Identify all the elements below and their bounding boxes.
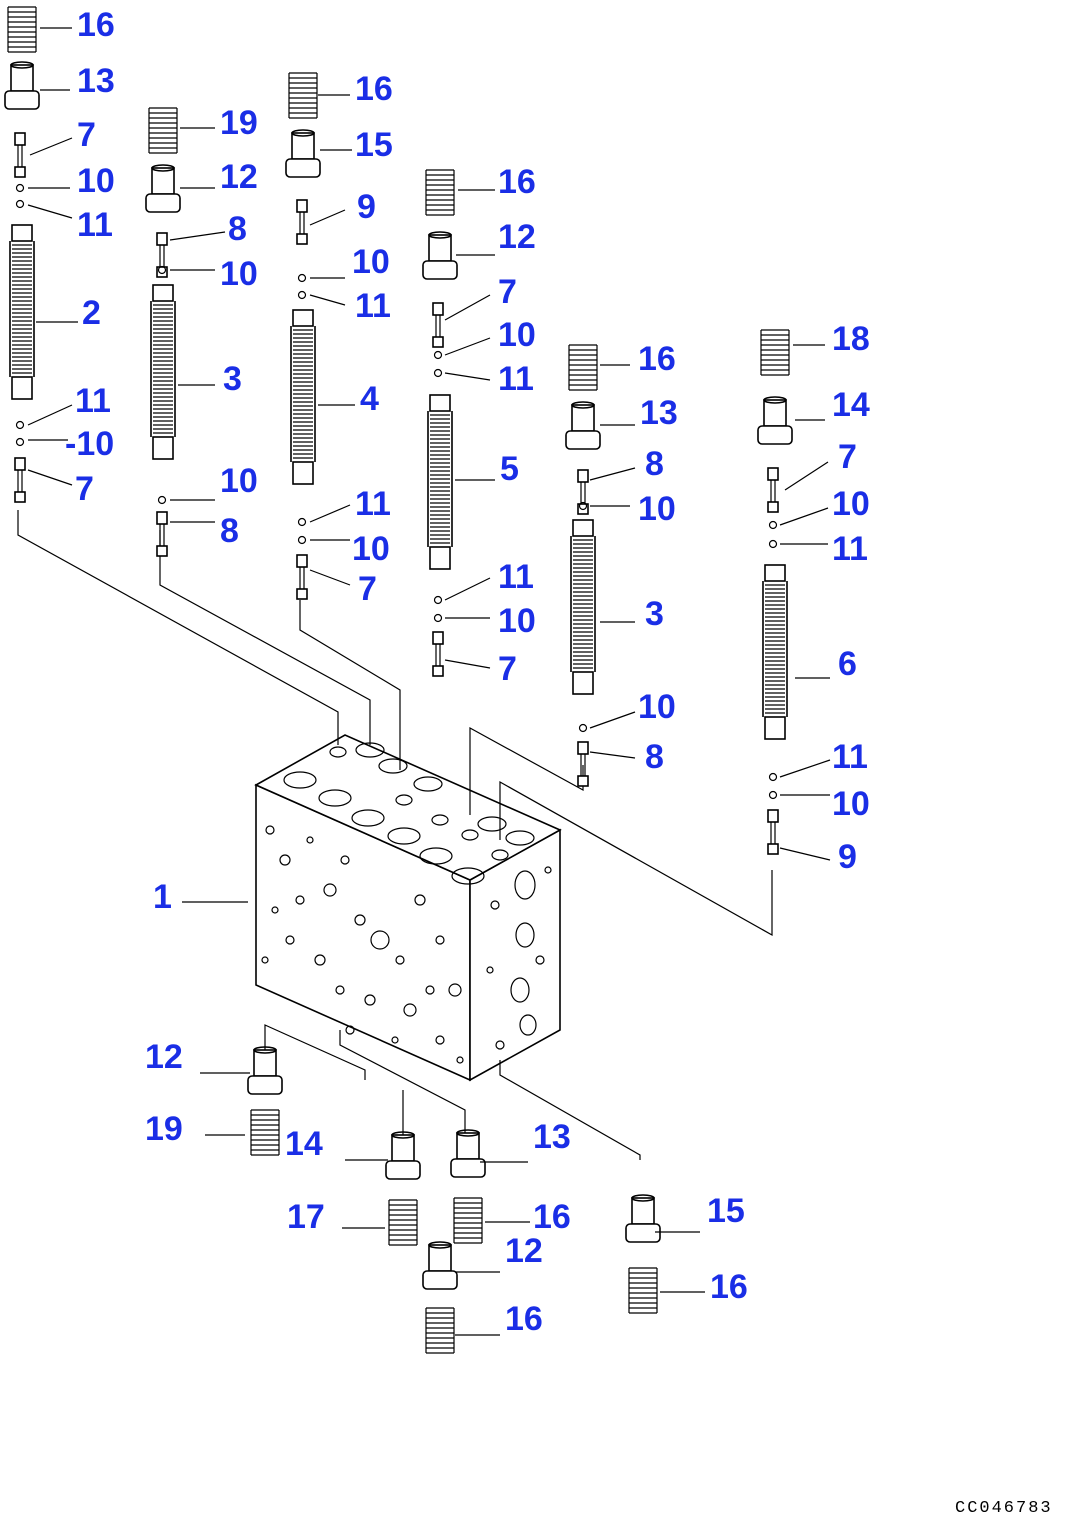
callout-label: 13 bbox=[533, 1118, 571, 1156]
callout-label: 9 bbox=[838, 838, 857, 876]
callout-label: 10 bbox=[832, 785, 870, 823]
callout-label: 15 bbox=[707, 1192, 745, 1230]
callout-label: 10 bbox=[220, 255, 258, 293]
callout-label: 1 bbox=[153, 878, 172, 916]
callout-label: 7 bbox=[498, 273, 517, 311]
callout-label: 16 bbox=[505, 1300, 543, 1338]
callout-label: 14 bbox=[832, 386, 870, 424]
callout-label: 12 bbox=[498, 218, 536, 256]
callout-label: 15 bbox=[355, 126, 393, 164]
callout-label: 16 bbox=[710, 1268, 748, 1306]
callout-label: 7 bbox=[358, 570, 377, 608]
callout-label: 9 bbox=[357, 188, 376, 226]
callout-label: 19 bbox=[145, 1110, 183, 1148]
callout-label: 7 bbox=[838, 438, 857, 476]
callout-label: 8 bbox=[645, 738, 664, 776]
callout-label: -10 bbox=[65, 425, 114, 463]
callout-label: 11 bbox=[832, 530, 868, 568]
callout-label: 12 bbox=[220, 158, 258, 196]
callout-label: 17 bbox=[287, 1198, 325, 1236]
callout-label: 7 bbox=[75, 470, 94, 508]
callout-label: 7 bbox=[77, 116, 96, 154]
callout-label: 10 bbox=[832, 485, 870, 523]
callout-label: 6 bbox=[838, 645, 857, 683]
assembly-lines bbox=[17, 510, 773, 1160]
callout-label: 8 bbox=[220, 512, 239, 550]
spool-assembly-6 bbox=[757, 329, 793, 855]
callout-label: 10 bbox=[352, 243, 390, 281]
callout-label: 3 bbox=[223, 360, 242, 398]
callout-label: 11 bbox=[355, 287, 391, 325]
callout-label: 10 bbox=[220, 462, 258, 500]
callout-label: 11 bbox=[498, 360, 534, 398]
callout-label: 7 bbox=[498, 650, 517, 688]
callout-label: 13 bbox=[77, 62, 115, 100]
callout-label: 11 bbox=[498, 558, 534, 596]
callout-label: 10 bbox=[498, 316, 536, 354]
spool-assembly-3-left bbox=[145, 107, 181, 557]
callout-leaders bbox=[27, 27, 831, 1336]
callout-label: 16 bbox=[355, 70, 393, 108]
callout-label: 10 bbox=[77, 162, 115, 200]
callout-label: 14 bbox=[285, 1125, 323, 1163]
callout-label: 10 bbox=[638, 688, 676, 726]
callout-label: 8 bbox=[228, 210, 247, 248]
callout-label: 12 bbox=[145, 1038, 183, 1076]
callout-label: 16 bbox=[77, 6, 115, 44]
callout-label: 4 bbox=[360, 380, 379, 418]
spool-assembly-5 bbox=[422, 169, 458, 677]
callout-label: 11 bbox=[75, 382, 111, 420]
callout-label: 8 bbox=[645, 445, 664, 483]
callout-label: 11 bbox=[77, 206, 113, 244]
callout-label: 10 bbox=[638, 490, 676, 528]
callout-label: 3 bbox=[645, 595, 664, 633]
callout-label: 11 bbox=[355, 485, 391, 523]
callout-label: 19 bbox=[220, 104, 258, 142]
callout-label: 5 bbox=[500, 450, 519, 488]
callout-numbers: 16 13 7 10 11 2 11 -10 7 19 12 8 10 3 10… bbox=[65, 6, 870, 1338]
callout-label: 16 bbox=[498, 163, 536, 201]
callout-label: 13 bbox=[640, 394, 678, 432]
spool-assembly-3-right bbox=[565, 344, 601, 787]
spool-assembly-2 bbox=[4, 6, 40, 503]
callout-label: 16 bbox=[533, 1198, 571, 1236]
callout-label: 18 bbox=[832, 320, 870, 358]
callout-label: 11 bbox=[832, 738, 868, 776]
valve-body bbox=[254, 734, 562, 1082]
callout-label: 16 bbox=[638, 340, 676, 378]
callout-label: 12 bbox=[505, 1232, 543, 1270]
drawing-code: CC046783 bbox=[955, 1499, 1053, 1518]
callout-label: 10 bbox=[352, 530, 390, 568]
callout-label: 2 bbox=[82, 294, 101, 332]
callout-label: 10 bbox=[498, 602, 536, 640]
